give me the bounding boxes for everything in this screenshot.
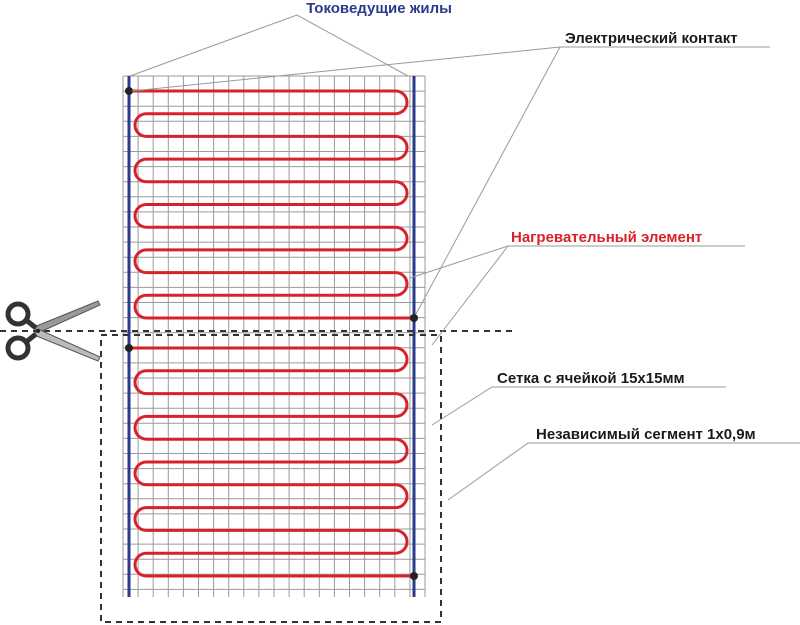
label-independent-segment: Независимый сегмент 1x0,9м [536,426,756,443]
leader-lines [129,14,800,501]
label-mesh: Сетка с ячейкой 15x15мм [497,370,685,387]
mesh-grid [122,75,426,597]
heating-element-upper [129,89,414,320]
contact-point [125,87,133,95]
label-electrical-contact: Электрический контакт [565,30,738,47]
label-busbars: Токоведущие жилы [306,0,452,17]
electrical-contacts [125,87,418,580]
label-heating-element: Нагревательный элемент [511,229,702,246]
scissors-icon [5,300,101,362]
independent-segment-boundary [100,334,442,623]
contact-point [125,344,133,352]
heating-element-lower [129,346,414,578]
contact-point [410,314,418,322]
contact-point [410,572,418,580]
